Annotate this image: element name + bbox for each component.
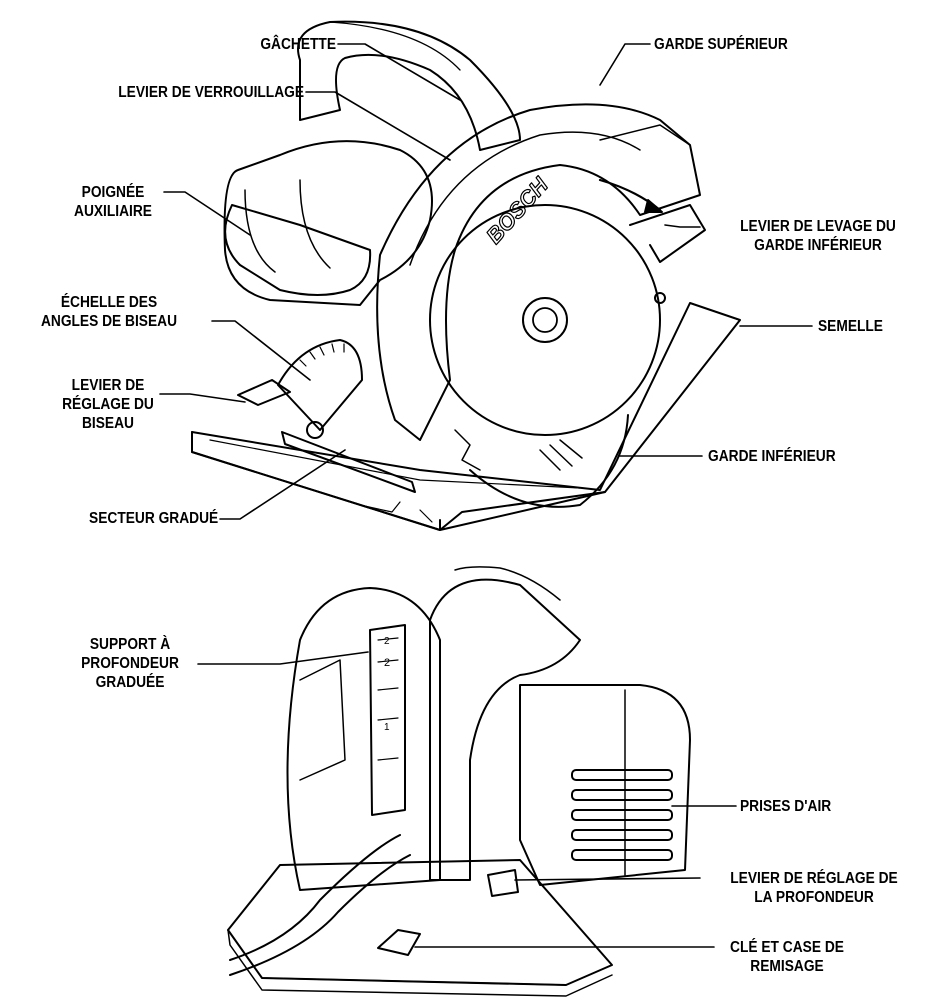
rear-handle — [297, 20, 521, 151]
wrench-storage — [377, 929, 421, 956]
bottom-handle — [429, 578, 581, 881]
upper-guard — [376, 103, 701, 441]
label-levier-reglage-profondeur: LEVIER DE RÉGLAGE DE LA PROFONDEUR — [730, 870, 898, 906]
label-support-profondeur: SUPPORT À PROFONDEUR GRADUÉE — [81, 636, 179, 691]
motor-body — [223, 140, 433, 306]
label-echelle-angles: ÉCHELLE DES ANGLES DE BISEAU — [40, 294, 178, 330]
leader-lines — [159, 43, 813, 948]
bottom-base-plate — [227, 859, 613, 986]
svg-text:1: 1 — [384, 722, 390, 733]
brand-logo: BOSCH — [481, 172, 553, 249]
bevel-scale — [277, 339, 363, 431]
motor-housing — [519, 684, 691, 886]
label-cle-case: CLÉ ET CASE DE REMISAGE — [730, 939, 844, 975]
svg-text:2: 2 — [384, 657, 390, 669]
bevel-lever-shape — [237, 379, 291, 406]
auxiliary-handle — [224, 204, 372, 296]
label-secteur-gradue: SECTEUR GRADUÉ — [88, 510, 218, 527]
saw-bottom-view: 2 2 1 — [227, 566, 691, 997]
lower-guard-shape — [469, 414, 629, 508]
power-cord — [229, 834, 411, 976]
lift-lever-shape — [629, 204, 706, 263]
depth-gauge-strip — [369, 624, 406, 816]
label-levier-verrouillage: LEVIER DE VERROUILLAGE — [118, 84, 304, 101]
label-levier-levage: LEVIER DE LEVAGE DU GARDE INFÉRIEUR — [740, 218, 896, 254]
label-levier-reglage-biseau: LEVIER DE RÉGLAGE DU BISEAU — [62, 377, 154, 432]
bottom-upper-guard — [286, 587, 441, 891]
air-vents — [571, 769, 673, 861]
label-gachette: GÂCHETTE — [260, 36, 336, 53]
base-plate-edge — [191, 431, 606, 531]
label-semelle: SEMELLE — [818, 318, 883, 335]
depth-lever-shape — [487, 869, 519, 897]
label-prises-air: PRISES D'AIR — [740, 798, 832, 815]
label-garde-inferieur: GARDE INFÉRIEUR — [708, 448, 836, 465]
label-poignee-auxiliaire: POIGNÉE AUXILIAIRE — [74, 184, 152, 220]
svg-text:2: 2 — [384, 636, 390, 647]
label-garde-superieur: GARDE SUPÉRIEUR — [654, 36, 788, 53]
blade-guard-disc — [429, 204, 661, 436]
graduated-sector — [281, 431, 416, 493]
